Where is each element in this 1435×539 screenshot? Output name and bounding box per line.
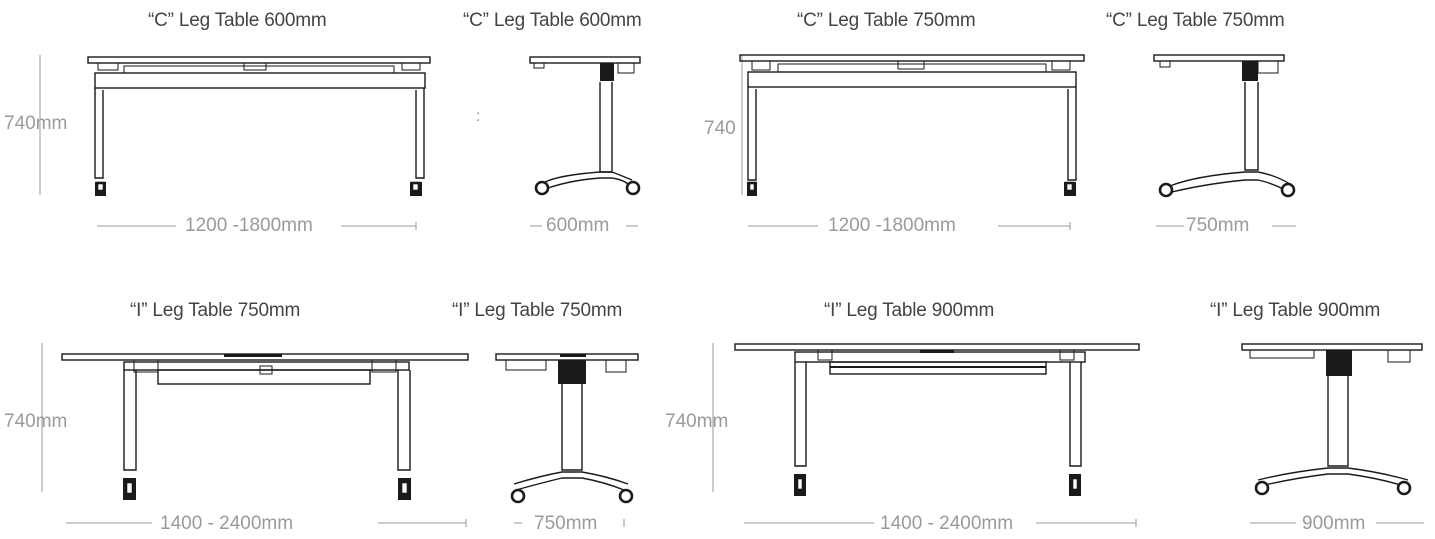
depth-dim-c600: 600mm xyxy=(546,215,610,236)
height-dim-i750: 740mm xyxy=(4,411,68,432)
title-i-leg-750-front: “I” Leg Table 750mm xyxy=(130,300,301,321)
title-i-leg-750-side: “I” Leg Table 750mm xyxy=(452,300,623,321)
title-i-leg-900-front: “I” Leg Table 900mm xyxy=(824,300,995,321)
c-leg-750-side-drawing xyxy=(1153,54,1296,198)
i-leg-900-front-drawing xyxy=(734,343,1140,496)
title-i-leg-900-side: “I” Leg Table 900mm xyxy=(1210,300,1381,321)
height-dim-c600: 740mm xyxy=(4,113,68,134)
i-leg-750-front-drawing xyxy=(61,353,469,500)
i-leg-750-side-drawing xyxy=(495,353,639,504)
title-c-leg-750-front: “C” Leg Table 750mm xyxy=(797,10,976,31)
title-c-leg-600-side: “C” Leg Table 600mm xyxy=(463,10,642,31)
width-dim-i900: 1400 - 2400mm xyxy=(880,513,1014,534)
depth-dim-c750: 750mm xyxy=(1186,215,1250,236)
width-dim-c750: 1200 -1800mm xyxy=(828,215,956,236)
c-leg-600-front-drawing xyxy=(87,56,431,196)
c-leg-750-front-drawing xyxy=(739,54,1085,196)
title-c-leg-600-front: “C” Leg Table 600mm xyxy=(148,10,327,31)
title-c-leg-750-side: “C” Leg Table 750mm xyxy=(1106,10,1285,31)
depth-dim-i900: 900mm xyxy=(1302,513,1366,534)
c-leg-600-side-drawing xyxy=(529,56,641,196)
width-dim-c600: 1200 -1800mm xyxy=(185,215,313,236)
depth-dim-i750: 750mm xyxy=(534,513,598,534)
dim-mark-c600-side: : xyxy=(476,108,481,125)
height-dim-c750: 740 xyxy=(704,118,736,139)
i-leg-900-side-drawing xyxy=(1241,343,1423,496)
width-dim-i750: 1400 - 2400mm xyxy=(160,513,294,534)
dimension-lines xyxy=(39,55,1424,527)
